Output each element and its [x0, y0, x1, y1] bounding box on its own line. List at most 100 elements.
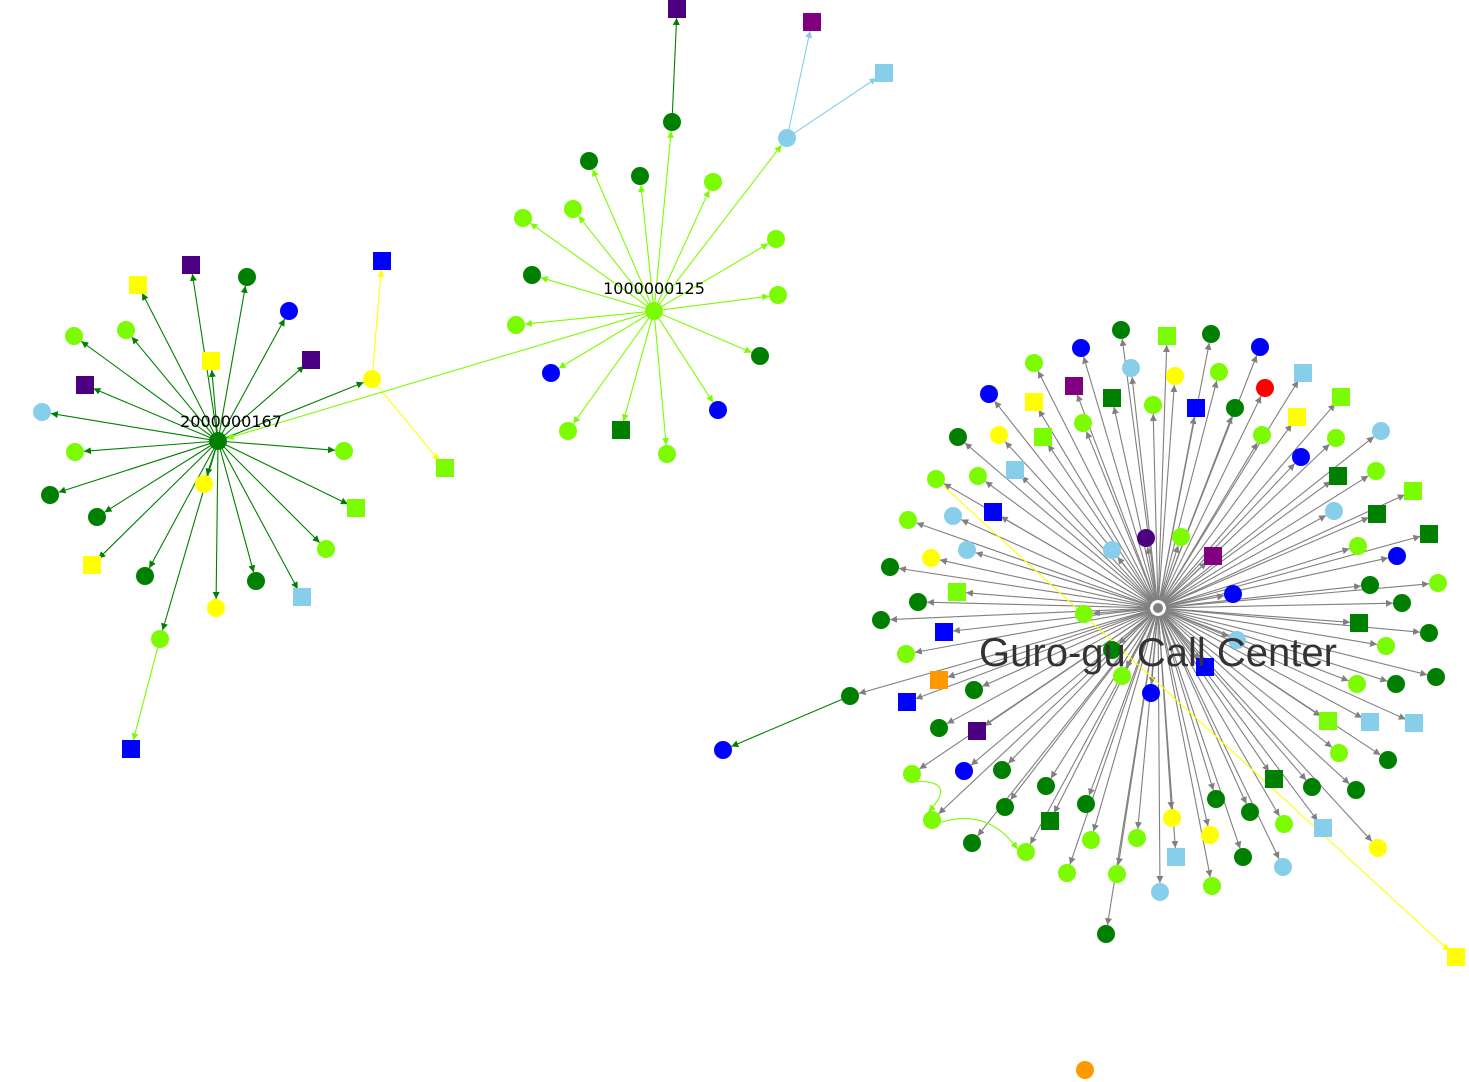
circle-node-c22[interactable] — [990, 426, 1008, 444]
square-node-b13[interactable] — [612, 421, 630, 439]
square-node-cYelSq[interactable] — [1447, 948, 1465, 966]
circle-node-c43[interactable] — [1349, 537, 1367, 555]
circle-node-b15[interactable] — [663, 113, 681, 131]
square-node-c18[interactable] — [1332, 388, 1350, 406]
circle-node-b1[interactable] — [631, 167, 649, 185]
circle-node-c70[interactable] — [1142, 684, 1160, 702]
circle-node-c8[interactable] — [1210, 363, 1228, 381]
circle-node-c105[interactable] — [1274, 858, 1292, 876]
circle-node-cOrange[interactable] — [1076, 1061, 1094, 1079]
circle-node-c71[interactable] — [841, 687, 859, 705]
circle-node-A[interactable] — [209, 432, 227, 450]
circle-node-c99[interactable] — [963, 834, 981, 852]
circle-node-a20[interactable] — [207, 599, 225, 617]
circle-node-c83[interactable] — [1037, 777, 1055, 795]
circle-node-c17[interactable] — [1226, 399, 1244, 417]
circle-node-a3[interactable] — [280, 302, 298, 320]
square-node-c63[interactable] — [930, 671, 948, 689]
square-node-c84[interactable] — [1265, 770, 1283, 788]
circle-node-c82[interactable] — [993, 761, 1011, 779]
circle-node-c110[interactable] — [927, 470, 945, 488]
circle-node-c89[interactable] — [1207, 790, 1225, 808]
circle-node-c60[interactable] — [897, 645, 915, 663]
circle-node-c52[interactable] — [909, 593, 927, 611]
circle-node-c27[interactable] — [1292, 448, 1310, 466]
circle-node-c79[interactable] — [1379, 751, 1397, 769]
circle-node-c107[interactable] — [1151, 883, 1169, 901]
circle-node-c91[interactable] — [1163, 809, 1181, 827]
square-node-aYb[interactable] — [373, 252, 391, 270]
circle-node-c90[interactable] — [1241, 803, 1259, 821]
circle-node-c19[interactable] — [1074, 414, 1092, 432]
square-node-a16[interactable] — [83, 556, 101, 574]
circle-node-c55[interactable] — [1075, 605, 1093, 623]
circle-node-c46[interactable] — [1388, 547, 1406, 565]
square-node-c74[interactable] — [1361, 713, 1379, 731]
circle-node-c100[interactable] — [1017, 843, 1035, 861]
circle-node-a10[interactable] — [66, 443, 84, 461]
square-node-b16s[interactable] — [875, 64, 893, 82]
circle-node-c51[interactable] — [1429, 574, 1447, 592]
circle-node-c50[interactable] — [1224, 585, 1242, 603]
circle-node-a22[interactable] — [195, 475, 213, 493]
circle-node-b5[interactable] — [767, 230, 785, 248]
circle-node-c98[interactable] — [1082, 831, 1100, 849]
square-node-a19[interactable] — [293, 588, 311, 606]
circle-node-c78[interactable] — [1330, 744, 1348, 762]
square-node-a6[interactable] — [202, 352, 220, 370]
square-node-a0[interactable] — [182, 256, 200, 274]
circle-node-c37[interactable] — [899, 511, 917, 529]
circle-node-b11[interactable] — [709, 401, 727, 419]
circle-node-c42[interactable] — [1103, 541, 1121, 559]
circle-node-c7[interactable] — [1166, 367, 1184, 385]
square-node-c73[interactable] — [1319, 712, 1337, 730]
square-node-c49[interactable] — [948, 583, 966, 601]
square-node-c92[interactable] — [1041, 812, 1059, 830]
circle-node-c88[interactable] — [996, 798, 1014, 816]
square-node-b15t[interactable] — [668, 0, 686, 18]
circle-node-c33[interactable] — [944, 507, 962, 525]
circle-node-c44[interactable] — [922, 549, 940, 567]
square-node-c57[interactable] — [935, 623, 953, 641]
circle-node-c54[interactable] — [872, 611, 890, 629]
circle-node-c59[interactable] — [1377, 637, 1395, 655]
square-node-c56[interactable] — [1350, 614, 1368, 632]
circle-node-c6[interactable] — [1122, 359, 1140, 377]
circle-node-c29[interactable] — [969, 467, 987, 485]
circle-node-c4[interactable] — [1251, 338, 1269, 356]
square-node-c32[interactable] — [1404, 482, 1422, 500]
circle-node-c11[interactable] — [1256, 379, 1274, 397]
circle-node-c87[interactable] — [1077, 795, 1095, 813]
square-node-c94[interactable] — [1314, 819, 1332, 837]
circle-node-C[interactable] — [1153, 603, 1163, 613]
circle-node-B[interactable] — [645, 302, 663, 320]
circle-node-cBlue[interactable] — [714, 741, 732, 759]
circle-node-c25[interactable] — [1327, 429, 1345, 447]
circle-node-a21[interactable] — [151, 630, 169, 648]
square-node-c102[interactable] — [1167, 848, 1185, 866]
square-node-c13[interactable] — [1025, 393, 1043, 411]
square-node-c34[interactable] — [984, 503, 1002, 521]
circle-node-b0[interactable] — [580, 152, 598, 170]
square-node-c45[interactable] — [1204, 547, 1222, 565]
circle-node-b12[interactable] — [559, 422, 577, 440]
circle-node-c101[interactable] — [1234, 848, 1252, 866]
circle-node-a13[interactable] — [88, 508, 106, 526]
circle-node-c67[interactable] — [1387, 675, 1405, 693]
circle-node-b7[interactable] — [769, 286, 787, 304]
circle-node-a17[interactable] — [136, 567, 154, 585]
circle-node-a9[interactable] — [33, 403, 51, 421]
square-node-c20[interactable] — [1288, 408, 1306, 426]
circle-node-aY[interactable] — [363, 370, 381, 388]
square-node-c23[interactable] — [1034, 428, 1052, 446]
circle-node-c85[interactable] — [1303, 778, 1321, 796]
circle-node-b4[interactable] — [514, 209, 532, 227]
circle-node-c106[interactable] — [1203, 877, 1221, 895]
circle-node-b2[interactable] — [704, 173, 722, 191]
circle-node-c69[interactable] — [1348, 675, 1366, 693]
circle-node-a5[interactable] — [117, 321, 135, 339]
circle-node-c47[interactable] — [881, 558, 899, 576]
circle-node-a12[interactable] — [41, 486, 59, 504]
circle-node-c21[interactable] — [949, 428, 967, 446]
square-node-a14[interactable] — [347, 499, 365, 517]
